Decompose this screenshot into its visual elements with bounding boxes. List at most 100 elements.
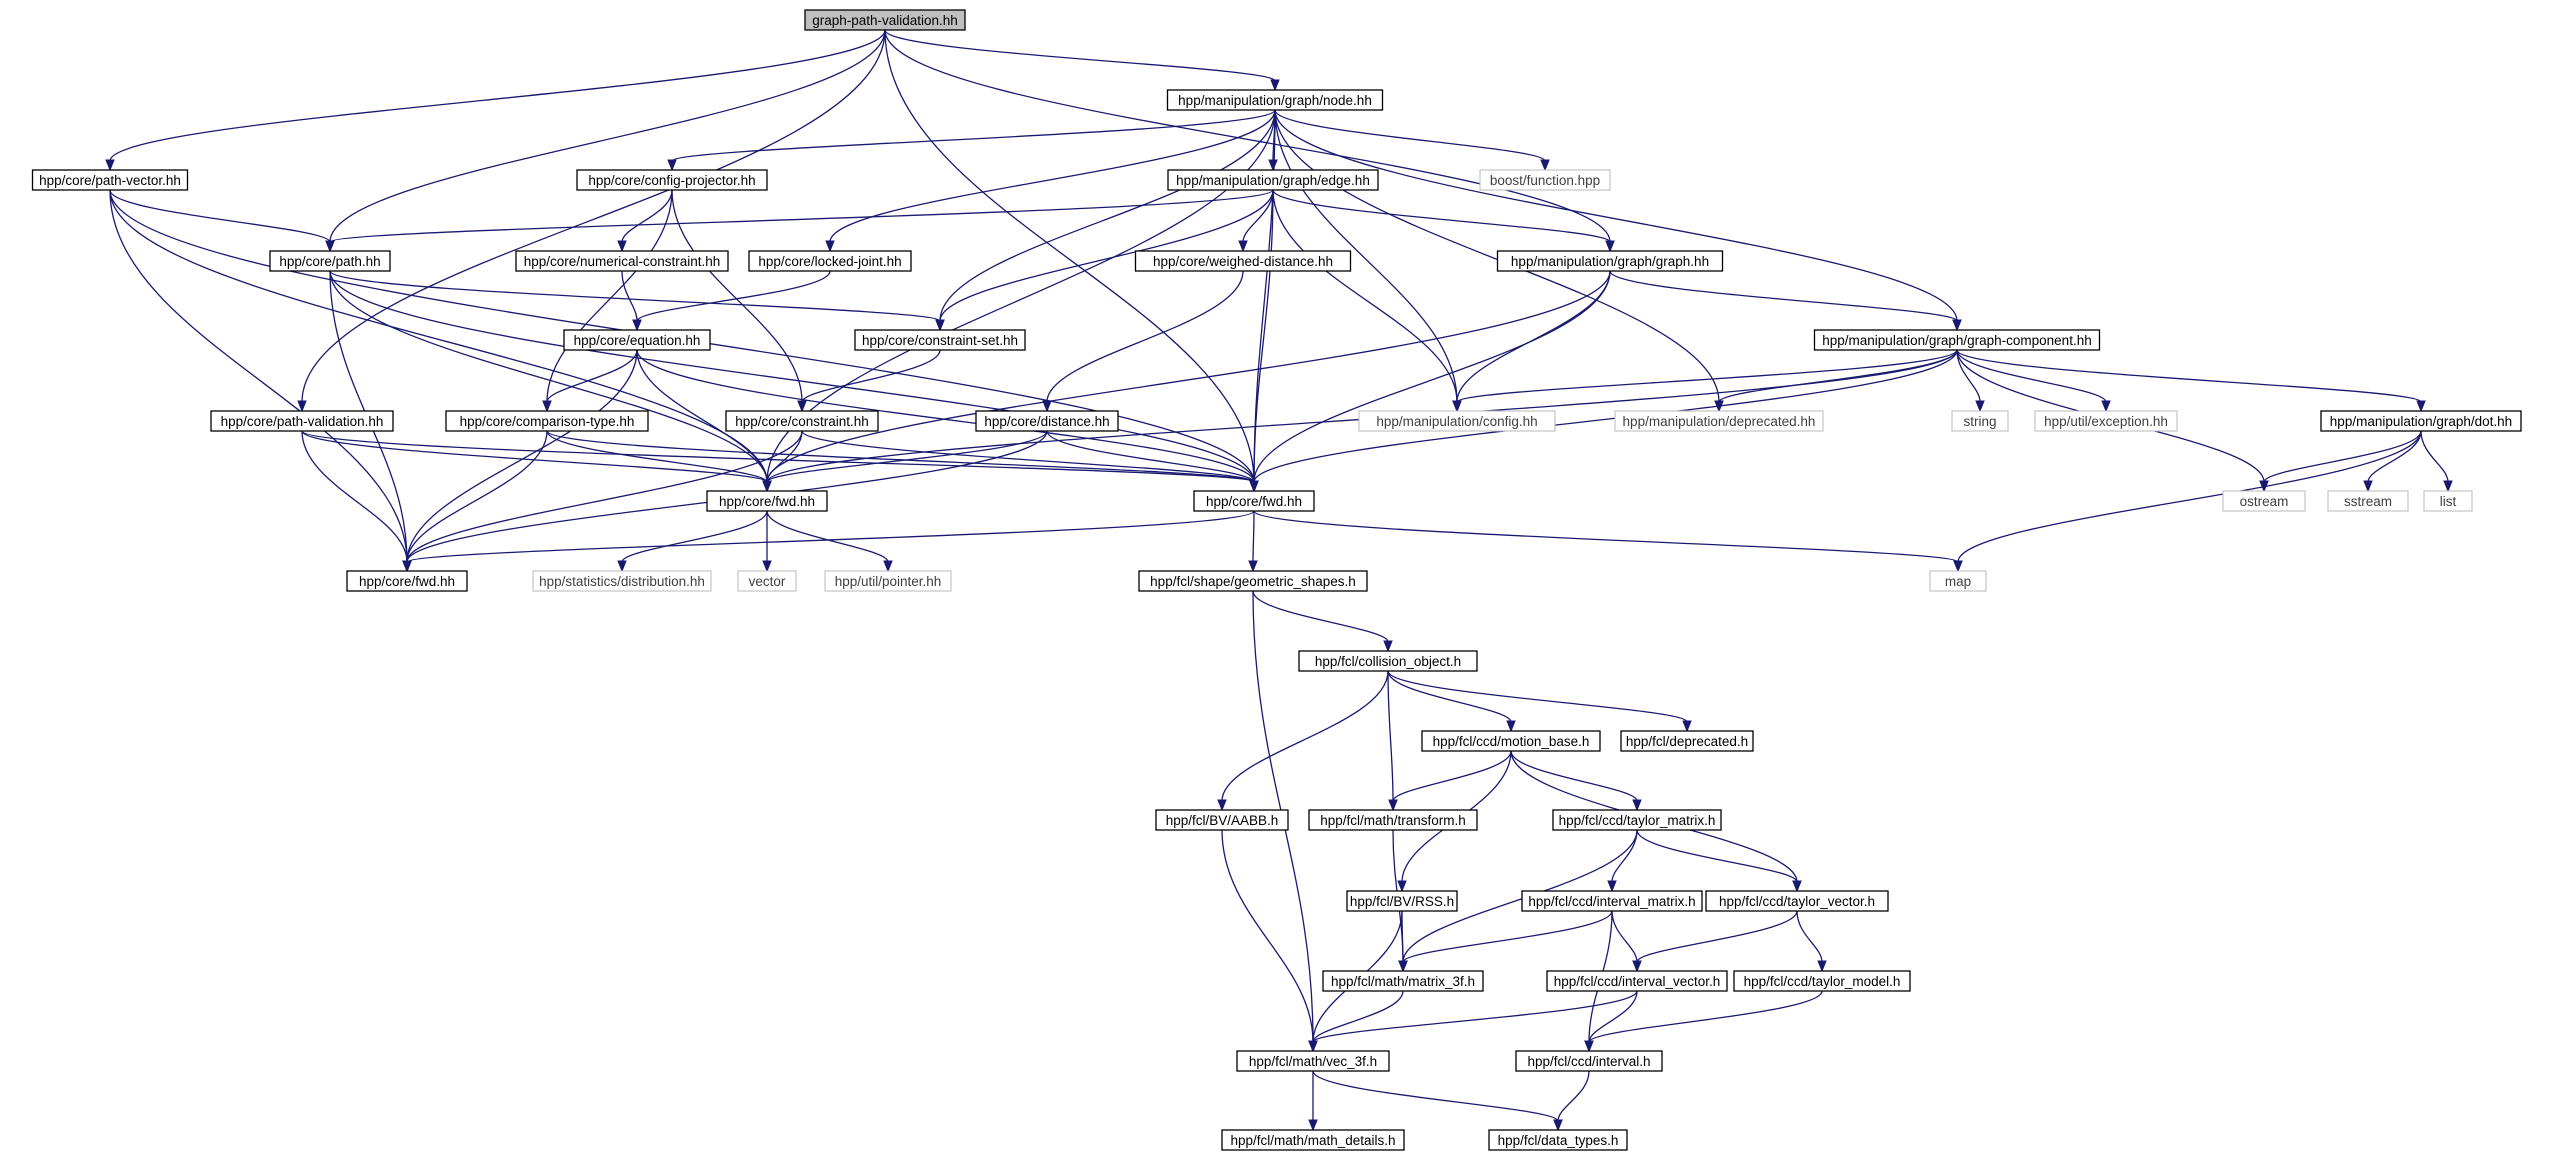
edge-intervalmatrix-to-matrix3f — [1398, 910, 1613, 973]
edge-line — [109, 189, 408, 563]
node-pathval[interactable]: hpp/core/path-validation.hh — [210, 410, 394, 432]
edge-line — [1392, 750, 1512, 802]
node-label: hpp/core/path-validation.hh — [221, 414, 384, 429]
edge-line — [406, 349, 638, 563]
node-path[interactable]: hpp/core/path.hh — [269, 250, 391, 272]
edge-pathvector-to-corefwd3 — [109, 189, 412, 573]
node-dot[interactable]: hpp/manipulation/graph/dot.hh — [2320, 410, 2522, 432]
edge-line — [1611, 910, 1638, 963]
arrowhead-icon — [1632, 960, 1642, 973]
edge-node-to-corefwd2 — [1249, 109, 1276, 493]
node-datatypes[interactable]: hpp/fcl/data_types.h — [1488, 1129, 1628, 1151]
node-transform[interactable]: hpp/fcl/math/transform.h — [1308, 809, 1478, 831]
edge-line — [1046, 270, 1244, 403]
arrowhead-icon — [1398, 960, 1408, 973]
edge-root-to-path — [325, 29, 886, 253]
node-distance[interactable]: hpp/core/distance.hh — [975, 410, 1119, 432]
node-weighed[interactable]: hpp/core/weighed-distance.hh — [1134, 250, 1352, 272]
node-root[interactable]: graph-path-validation.hh — [804, 9, 966, 31]
node-box — [1155, 809, 1289, 831]
edge-vec3f-to-datatypes — [1312, 1070, 1563, 1132]
node-box — [748, 250, 912, 272]
node-intervalmatrix[interactable]: hpp/fcl/ccd/interval_matrix.h — [1521, 890, 1703, 912]
node-box — [1421, 730, 1601, 752]
dependency-edges — [105, 29, 2453, 1132]
node-box — [1705, 890, 1889, 912]
node-box — [824, 570, 952, 592]
node-matrix3f[interactable]: hpp/fcl/math/matrix_3f.h — [1322, 970, 1484, 992]
node-edge[interactable]: hpp/manipulation/graph/edge.hh — [1167, 169, 1379, 191]
node-label: hpp/core/distance.hh — [984, 414, 1109, 429]
arrowhead-icon — [1952, 319, 1962, 332]
node-constraint[interactable]: hpp/core/constraint.hh — [725, 410, 879, 432]
node-label: hpp/core/numerical-constraint.hh — [524, 254, 721, 269]
node-label: ostream — [2240, 494, 2289, 509]
node-label: hpp/core/locked-joint.hh — [758, 254, 901, 269]
node-collobj[interactable]: hpp/fcl/collision_object.h — [1298, 650, 1478, 672]
node-constset[interactable]: hpp/core/constraint-set.hh — [854, 329, 1026, 351]
edge-line — [636, 349, 768, 483]
node-corefwd3[interactable]: hpp/core/fwd.hh — [346, 570, 468, 592]
node-node[interactable]: hpp/manipulation/graph/node.hh — [1166, 89, 1384, 111]
node-label: hpp/fcl/collision_object.h — [1315, 654, 1461, 669]
node-interval[interactable]: hpp/fcl/ccd/interval.h — [1515, 1050, 1663, 1072]
edge-taylormatrix-to-taylorvector — [1636, 829, 1802, 893]
edge-line — [1253, 510, 1959, 563]
edge-edge-to-mconfig — [1272, 189, 1462, 413]
edge-line — [1956, 349, 2107, 403]
edge-line — [1636, 829, 1798, 883]
node-label: hpp/fcl/ccd/taylor_vector.h — [1719, 894, 1875, 909]
arrowhead-icon — [617, 560, 627, 573]
node-graph[interactable]: hpp/manipulation/graph/graph.hh — [1496, 250, 1724, 272]
node-label: hpp/core/path.hh — [279, 254, 380, 269]
edge-node-to-configproj — [667, 109, 1276, 172]
node-label: hpp/fcl/shape/geometric_shapes.h — [1150, 574, 1356, 589]
node-taylormatrix[interactable]: hpp/fcl/ccd/taylor_matrix.h — [1552, 809, 1722, 831]
node-label: hpp/fcl/math/matrix_3f.h — [1331, 974, 1475, 989]
node-motionbase[interactable]: hpp/fcl/ccd/motion_base.h — [1421, 730, 1601, 752]
node-label: hpp/util/pointer.hh — [835, 574, 942, 589]
edge-line — [939, 189, 1274, 322]
node-box — [2222, 490, 2306, 512]
node-pathvector[interactable]: hpp/core/path-vector.hh — [31, 169, 189, 191]
arrowhead-icon — [1397, 880, 1407, 893]
node-fcldeprecated[interactable]: hpp/fcl/deprecated.h — [1620, 730, 1754, 752]
arrowhead-icon — [1540, 159, 1550, 172]
node-graphcomp[interactable]: hpp/manipulation/graph/graph-component.h… — [1813, 329, 2101, 351]
edge-line — [546, 430, 1255, 483]
edge-graph-to-corefwd1 — [762, 270, 1611, 493]
node-map: map — [1929, 570, 1987, 592]
edge-line — [621, 270, 638, 322]
node-label: list — [2440, 494, 2457, 509]
node-taylormodel[interactable]: hpp/fcl/ccd/taylor_model.h — [1733, 970, 1911, 992]
node-mathdetails[interactable]: hpp/fcl/math/math_details.h — [1221, 1129, 1405, 1151]
edge-collobj-to-fcldeprecated — [1387, 670, 1692, 733]
node-vec3f[interactable]: hpp/fcl/math/vec_3f.h — [1236, 1050, 1390, 1072]
node-box — [2034, 410, 2178, 432]
node-rss[interactable]: hpp/fcl/BV/RSS.h — [1346, 890, 1458, 912]
arrowhead-icon — [1682, 720, 1692, 733]
edge-line — [801, 349, 941, 403]
edge-line — [301, 430, 1255, 483]
edge-line — [766, 510, 889, 563]
arrowhead-icon — [935, 319, 945, 332]
node-corefwd2[interactable]: hpp/core/fwd.hh — [1193, 490, 1315, 512]
node-comptype[interactable]: hpp/core/comparison-type.hh — [445, 410, 649, 432]
node-equation[interactable]: hpp/core/equation.hh — [563, 329, 711, 351]
edge-node-to-boostfn — [1274, 109, 1550, 172]
edge-line — [1609, 270, 1958, 322]
node-label: hpp/core/weighed-distance.hh — [1153, 254, 1333, 269]
node-box — [563, 329, 711, 351]
node-corefwd1[interactable]: hpp/core/fwd.hh — [706, 490, 828, 512]
node-box — [1496, 250, 1724, 272]
node-configproj[interactable]: hpp/core/config-projector.hh — [576, 169, 768, 191]
edge-graphcomp-to-string — [1956, 349, 1985, 413]
node-intervalvector[interactable]: hpp/fcl/ccd/interval_vector.h — [1546, 970, 1728, 992]
node-numconst[interactable]: hpp/core/numerical-constraint.hh — [515, 250, 729, 272]
edge-collobj-to-motionbase — [1387, 670, 1516, 733]
node-mconfig: hpp/manipulation/config.hh — [1358, 410, 1556, 432]
node-lockedjoint[interactable]: hpp/core/locked-joint.hh — [748, 250, 912, 272]
node-taylorvector[interactable]: hpp/fcl/ccd/taylor_vector.h — [1705, 890, 1889, 912]
node-aabb[interactable]: hpp/fcl/BV/AABB.h — [1155, 809, 1289, 831]
node-geoshapes[interactable]: hpp/fcl/shape/geometric_shapes.h — [1138, 570, 1368, 592]
